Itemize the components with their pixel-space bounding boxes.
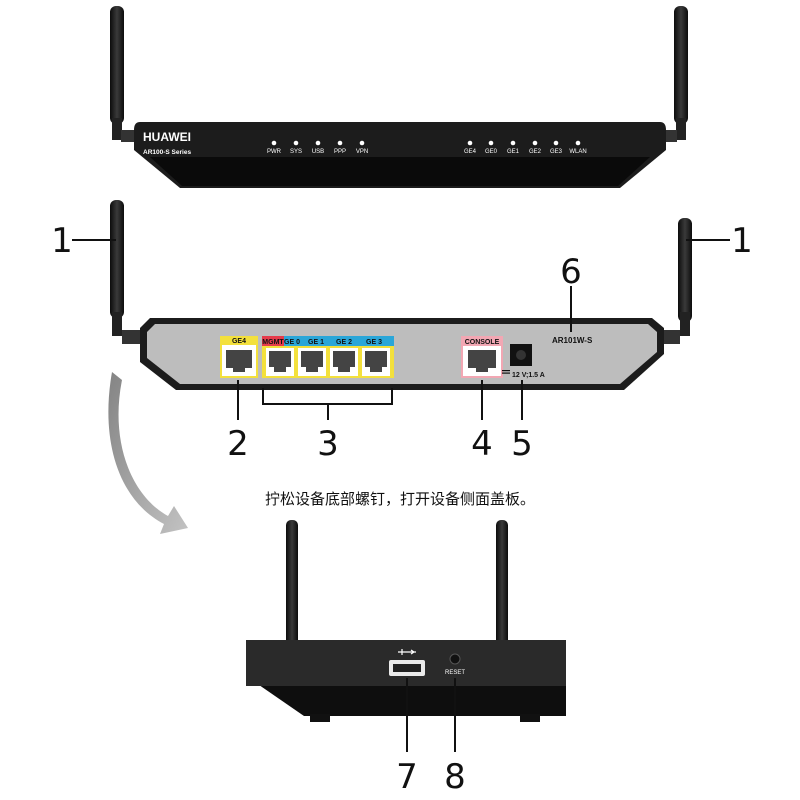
led-label: VPN bbox=[356, 149, 368, 155]
rear-antenna-left bbox=[110, 200, 142, 344]
callout-ge4: 2 bbox=[227, 424, 249, 464]
lan-port-2: GE 2 bbox=[330, 339, 358, 376]
reset-label: RESET bbox=[445, 670, 465, 676]
led-ge2: GE2 bbox=[529, 140, 542, 155]
lan-port-block: MGMT GE 0 GE 1 GE 2 GE 3 bbox=[262, 336, 394, 378]
instruction-text: 拧松设备底部螺钉，打开设备侧面盖板。 bbox=[264, 490, 535, 508]
led-pwr: PWR bbox=[267, 140, 282, 155]
led-vpn: VPN bbox=[356, 140, 368, 155]
lan-port-label: GE 3 bbox=[366, 339, 382, 346]
callout-lan: 3 bbox=[317, 424, 339, 464]
callout-antenna-right: 1 bbox=[731, 221, 753, 261]
power-port: 12 V;1.5 A bbox=[502, 344, 545, 379]
lan-port-3: GE 3 bbox=[362, 339, 390, 376]
open-cover-arrow bbox=[108, 372, 188, 534]
led-dot bbox=[271, 140, 277, 146]
led-dot bbox=[315, 140, 321, 146]
front-view: HUAWEI AR100-S Series PWR SYS USB PPP VPN GE4… bbox=[110, 6, 688, 188]
front-antenna-right bbox=[659, 6, 688, 142]
led-ge0: GE0 bbox=[485, 140, 498, 155]
mgmt-label: MGMT bbox=[262, 339, 284, 346]
led-dot bbox=[510, 140, 516, 146]
led-label: GE4 bbox=[464, 149, 477, 155]
lan-ports: GE 0 GE 1 GE 2 GE 3 bbox=[266, 339, 390, 376]
side-antenna-left bbox=[286, 520, 298, 660]
led-label: GE1 bbox=[507, 149, 520, 155]
led-dot bbox=[553, 140, 559, 146]
callout-antenna-left: 1 bbox=[51, 221, 73, 261]
led-label: SYS bbox=[290, 149, 302, 155]
led-dot bbox=[488, 140, 494, 146]
led-label: GE0 bbox=[485, 149, 498, 155]
reset-button: RESET bbox=[445, 653, 465, 676]
callout-power: 5 bbox=[511, 424, 533, 464]
front-series: AR100-S Series bbox=[143, 149, 191, 156]
front-brand: HUAWEI bbox=[143, 130, 191, 144]
led-dot bbox=[532, 140, 538, 146]
lan-port-label: GE 0 bbox=[284, 339, 300, 346]
callout-usb: 7 bbox=[396, 757, 418, 797]
console-port: CONSOLE bbox=[461, 336, 503, 378]
led-ppp: PPP bbox=[334, 140, 346, 155]
model-label: AR101W-S bbox=[552, 336, 593, 345]
led-dot bbox=[359, 140, 365, 146]
lan-port-label: GE 1 bbox=[308, 339, 324, 346]
led-wlan: WLAN bbox=[569, 140, 587, 155]
led-label: USB bbox=[312, 149, 324, 155]
led-dot bbox=[575, 140, 581, 146]
callout-model: 6 bbox=[560, 252, 582, 292]
front-led-indicators: PWR SYS USB PPP VPN GE4 GE0 GE1 GE2 GE3 WLAN bbox=[267, 140, 587, 155]
usb-port bbox=[389, 649, 425, 676]
rear-view: GE4 MGMT GE 0 GE 1 GE 2 GE 3 CONSOLE 12 V;1… bbox=[108, 200, 692, 534]
lan-port-0: GE 0 bbox=[266, 339, 300, 376]
led-label: GE3 bbox=[550, 149, 563, 155]
front-antenna-left bbox=[110, 6, 139, 142]
console-label: CONSOLE bbox=[465, 339, 500, 346]
led-ge1: GE1 bbox=[507, 140, 520, 155]
led-label: PPP bbox=[334, 149, 346, 155]
ge4-label: GE4 bbox=[232, 338, 246, 345]
side-antenna-right bbox=[496, 520, 508, 660]
led-ge4: GE4 bbox=[464, 140, 477, 155]
led-label: WLAN bbox=[569, 149, 586, 155]
led-ge3: GE3 bbox=[550, 140, 563, 155]
leader-lines bbox=[72, 239, 730, 752]
led-sys: SYS bbox=[290, 140, 302, 155]
led-label: GE2 bbox=[529, 149, 542, 155]
lan-port-1: GE 1 bbox=[298, 339, 326, 376]
callout-reset: 8 bbox=[444, 757, 466, 797]
led-dot bbox=[467, 140, 473, 146]
led-usb: USB bbox=[312, 140, 324, 155]
lan-bracket bbox=[262, 388, 393, 420]
callout-console: 4 bbox=[471, 424, 493, 464]
led-dot bbox=[337, 140, 343, 146]
led-label: PWR bbox=[267, 149, 282, 155]
led-dot bbox=[293, 140, 299, 146]
lan-port-label: GE 2 bbox=[336, 339, 352, 346]
rear-antenna-right bbox=[660, 218, 692, 344]
ge4-port: GE4 bbox=[220, 336, 258, 378]
power-label: 12 V;1.5 A bbox=[512, 372, 545, 379]
